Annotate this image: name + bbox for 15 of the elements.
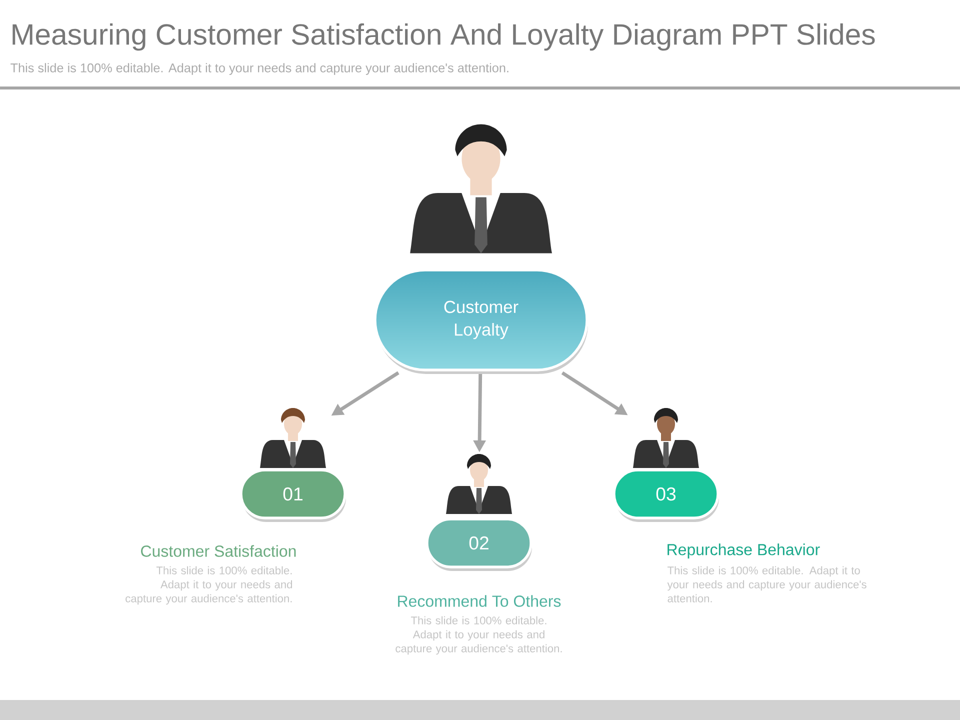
- heading: Customer Satisfaction: [141, 545, 296, 557]
- heading: Recommend To Others: [398, 595, 561, 607]
- title: Measuring Customer Satisfaction And Loyalty Diagram PPT Slides: [12, 23, 875, 51]
- subtitle: This slide is 100% editable. Adapt it to your needs and capture your audience's attention.: [10, 63, 508, 75]
- number-pill: 02: [426, 518, 532, 571]
- person-figure: [260, 408, 326, 468]
- heading: Repurchase Behavior: [668, 544, 820, 558]
- number-pill: 01: [240, 468, 346, 522]
- description: This slide is 100% editable. Adapt it to your needs and capture your audience's attention.: [396, 616, 562, 655]
- description: This slide is 100% editable. Adapt it to your needs and capture your audience's attention.: [126, 566, 292, 605]
- title-pill: Customer Loyalty: [374, 268, 588, 374]
- person-figure: [633, 408, 699, 468]
- description: This slide is 100% editable. Adapt it to your needs and capture your audience's attention.: [667, 566, 866, 602]
- number-pill: 03: [612, 468, 720, 522]
- person-figure: [446, 454, 512, 514]
